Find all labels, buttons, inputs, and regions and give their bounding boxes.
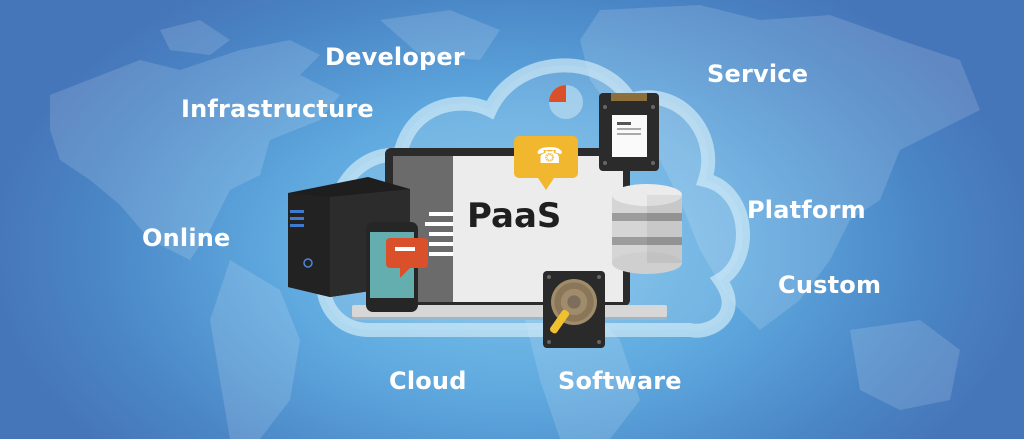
database-icon <box>612 184 682 274</box>
paas-title: PaaS <box>467 196 562 236</box>
keyword-cloud: Cloud <box>389 367 467 395</box>
keyword-platform: Platform <box>747 196 866 224</box>
keyword-developer: Developer <box>325 43 465 71</box>
hard-disk-icon <box>543 271 605 348</box>
keyword-service: Service <box>707 60 809 88</box>
phone-call-bubble-icon: ☎ <box>514 136 578 190</box>
ssd-drive-icon <box>599 93 659 171</box>
keyword-infrastructure: Infrastructure <box>181 95 374 123</box>
chat-bubble-icon <box>386 238 428 278</box>
pie-chart-icon <box>549 85 583 119</box>
keyword-software: Software <box>558 367 682 395</box>
keyword-custom: Custom <box>778 271 882 299</box>
keyword-online: Online <box>142 224 231 252</box>
